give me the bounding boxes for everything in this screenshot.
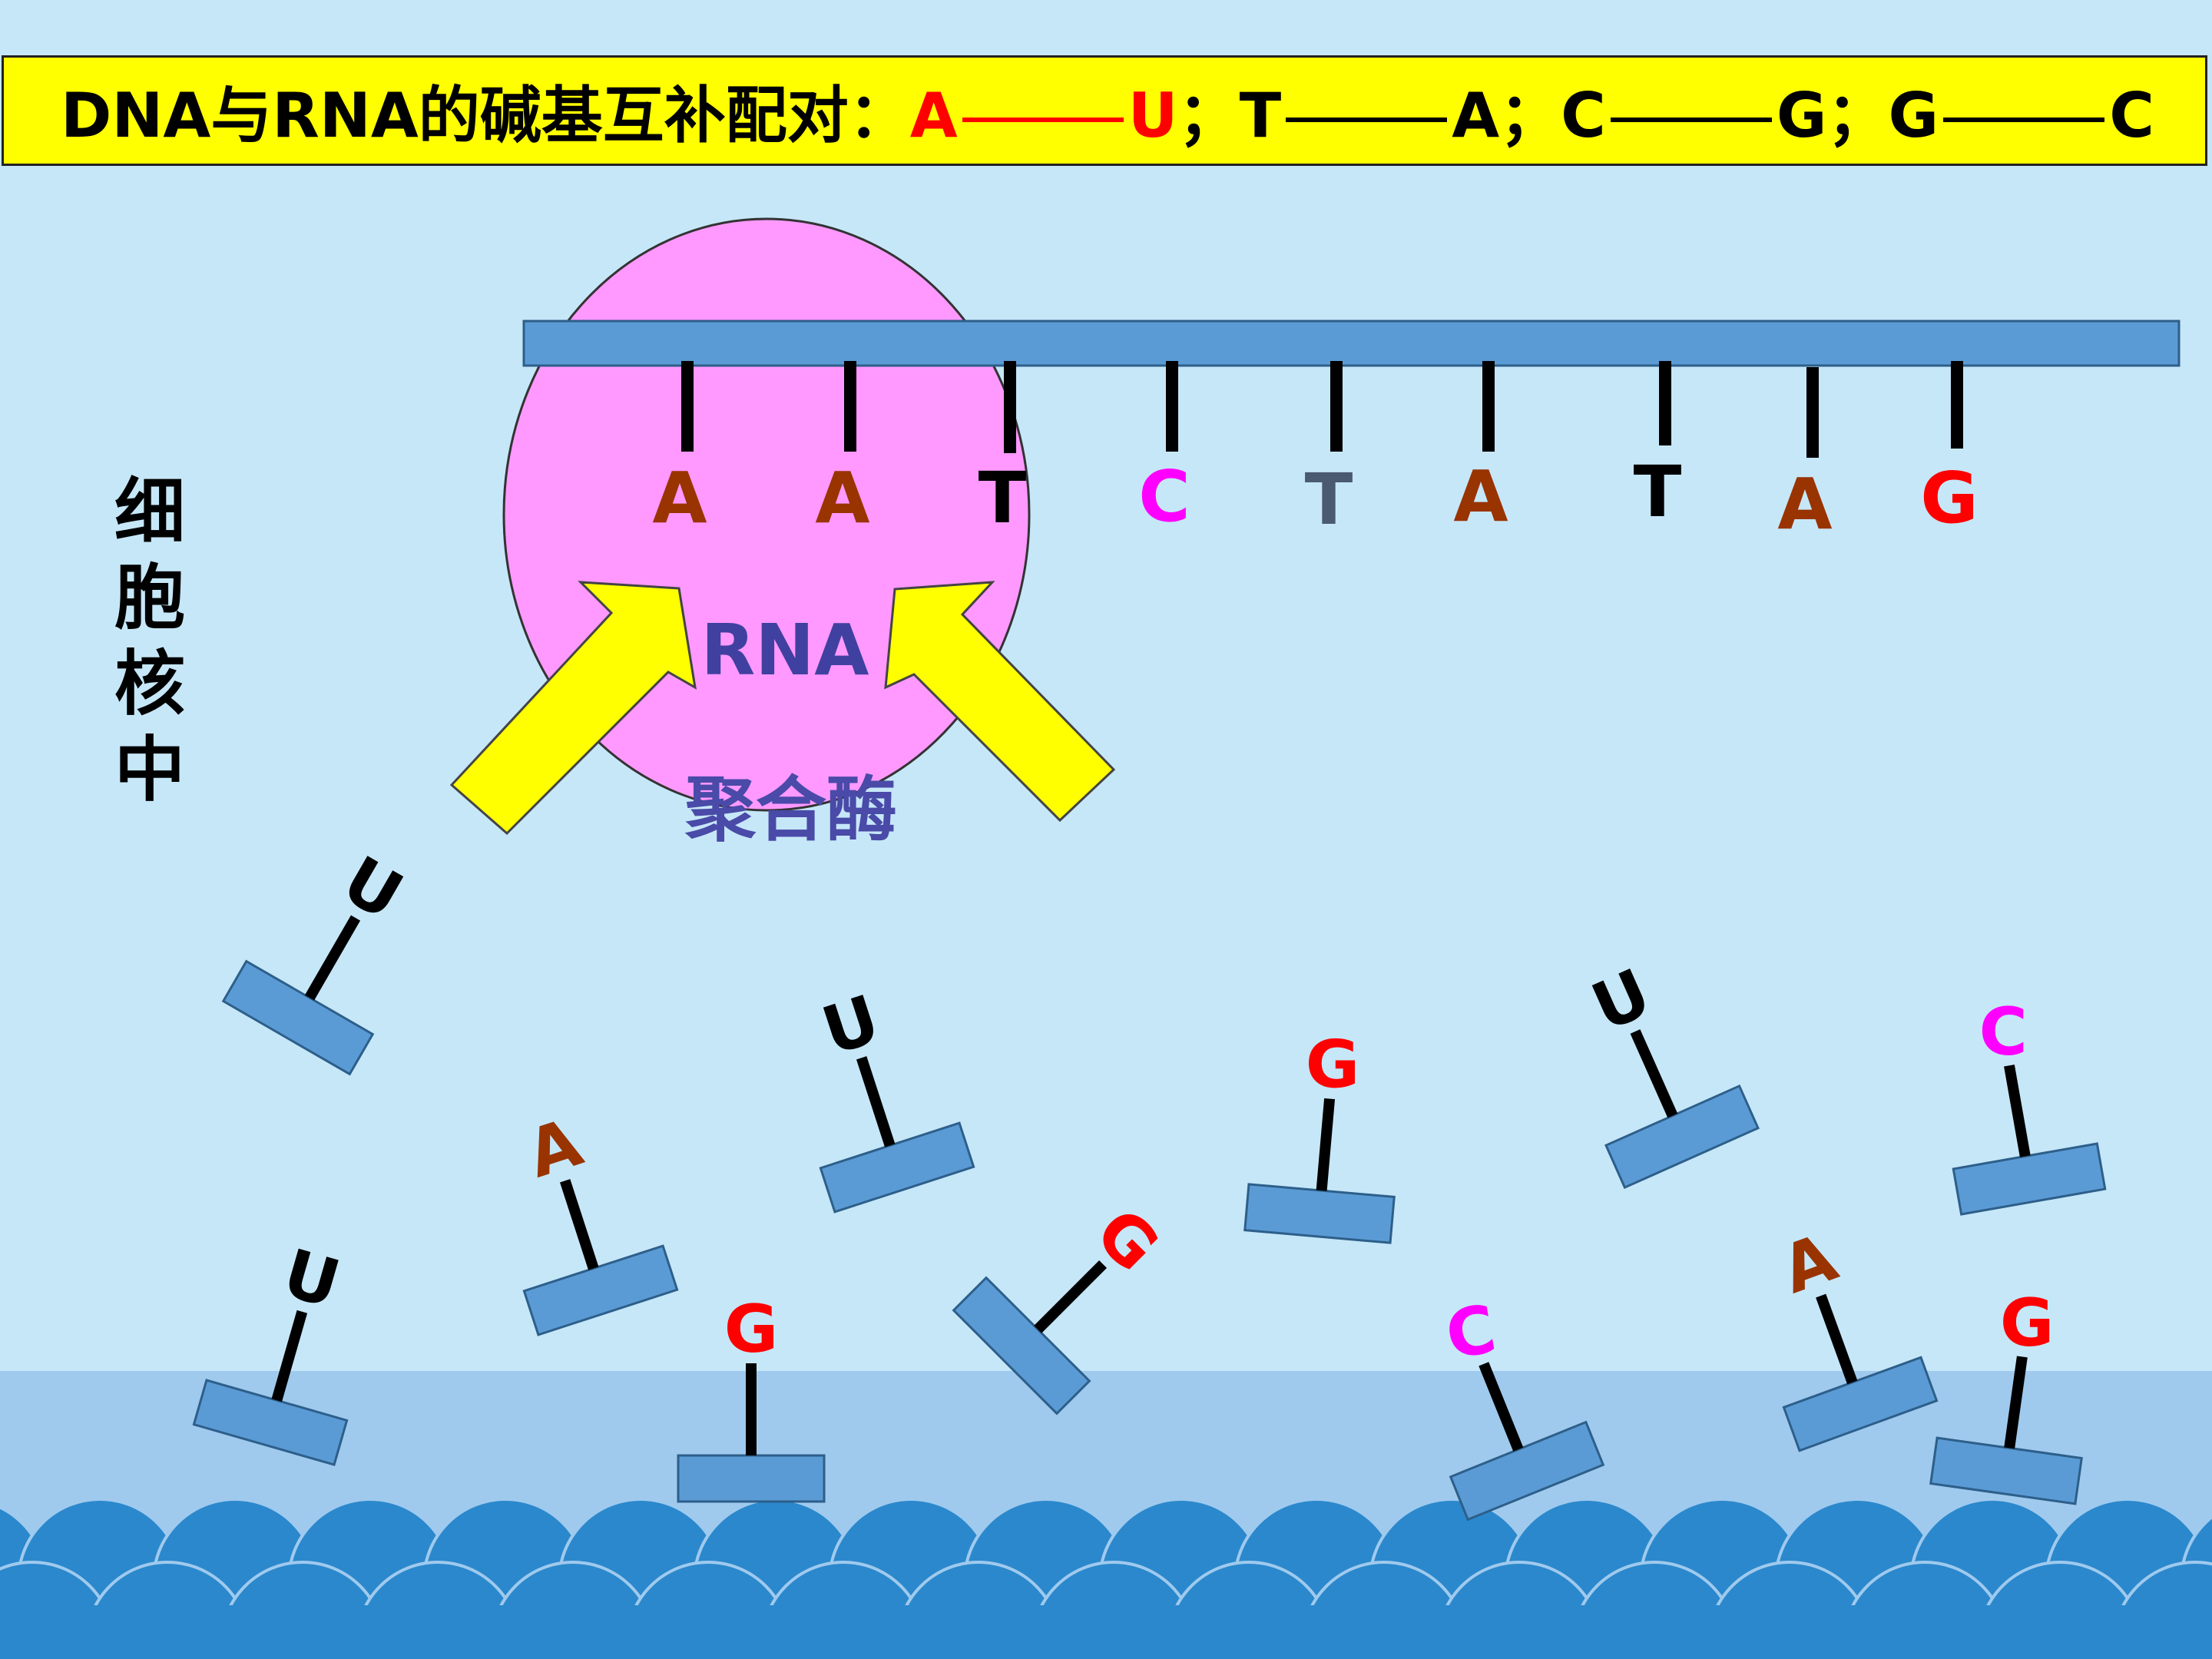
free-nucleotide: C	[1952, 994, 2107, 1216]
dna-template-backbone	[522, 320, 2181, 367]
pair-left-base: A	[909, 80, 958, 151]
nucleotide-stalk	[1816, 1293, 1858, 1385]
nucleotide-sugar	[677, 1454, 826, 1503]
pair-separator: ；	[1826, 80, 1889, 151]
nucleotide-stalk	[271, 1310, 308, 1402]
nucleotide-sugar	[1929, 1436, 2083, 1505]
enzyme-title: RNA	[700, 609, 869, 691]
free-nucleotide: G	[677, 1291, 826, 1503]
nucleotide-sugar	[819, 1121, 975, 1214]
pair-right-base: G	[1776, 80, 1827, 151]
nucleotide-base-letter: A	[1772, 1219, 1846, 1309]
nucleotide-sugar	[522, 1244, 679, 1336]
pair-right-base: A	[1452, 80, 1500, 151]
nucleotide-base-letter: A	[518, 1104, 591, 1194]
nucleotide-stalk	[304, 915, 361, 1001]
dna-base-letter: G	[1920, 457, 1979, 539]
free-nucleotide: A	[1772, 1219, 1939, 1452]
free-nucleotide: G	[1929, 1285, 2083, 1505]
nucleotide-base-letter: U	[330, 842, 415, 935]
enzyme-subtitle: 聚合酶	[684, 768, 897, 851]
free-nucleotide: A	[518, 1104, 679, 1336]
pair-dash	[1943, 118, 2105, 123]
nucleotide-stalk	[1630, 1029, 1678, 1118]
nucleotide-stalk	[1034, 1260, 1108, 1333]
nucleotide-sugar	[221, 959, 375, 1076]
nucleotide-sugar	[1952, 1142, 2107, 1216]
nucleotide-stalk	[1316, 1098, 1336, 1191]
dna-base-letter: T	[1305, 459, 1353, 541]
pair-separator: ；	[1177, 80, 1240, 151]
pair-dash	[1286, 118, 1448, 123]
pair-right-base: U	[1128, 80, 1178, 151]
nucleotide-stalk	[559, 1179, 599, 1270]
free-nucleotide: U	[813, 981, 975, 1214]
nucleus-label-char: 胞	[114, 556, 185, 639]
nucleotide-stalk	[2004, 1356, 2028, 1449]
nucleotide-base-letter: U	[1581, 955, 1661, 1047]
nucleus-label-char: 核	[114, 642, 185, 725]
nucleotide-sugar	[1782, 1356, 1939, 1452]
nucleotide-base-letter: C	[1440, 1290, 1502, 1374]
nuclear-membrane-waves	[0, 1498, 2212, 1659]
nucleotide-base-letter: G	[2000, 1285, 2055, 1362]
dna-base-letter: T	[1634, 451, 1682, 533]
nucleus-label-char: 细	[114, 470, 185, 553]
pair-left-base: G	[1888, 80, 1939, 151]
nucleotide-base-letter: G	[724, 1291, 779, 1368]
pair-dash	[1610, 118, 1772, 123]
nucleus-label: 细胞核中	[108, 469, 192, 813]
dna-base-letter: C	[1138, 455, 1190, 538]
dna-base-letter: A	[1777, 463, 1832, 545]
pair-left-base: C	[1561, 80, 1606, 151]
nucleotide-base-letter: U	[275, 1235, 348, 1323]
dna-base-letter: A	[815, 457, 869, 539]
nucleotide-stalk	[856, 1056, 896, 1147]
pair-dash	[962, 118, 1124, 123]
dna-base-letter: A	[1453, 455, 1508, 538]
free-nucleotide: U	[1581, 955, 1760, 1190]
nucleus-label-char: 中	[114, 728, 185, 811]
pair-left-base: T	[1239, 80, 1282, 151]
free-nucleotide: U	[221, 842, 415, 1076]
nucleotide-stalk	[1479, 1362, 1524, 1452]
nucleotide-sugar	[1243, 1183, 1396, 1244]
dna-base-letter: A	[652, 457, 707, 539]
nucleotide-stalk	[2004, 1065, 2031, 1157]
banner-prefix: DNA与RNA的碱基互补配对：	[61, 80, 910, 151]
left-yellow-arrow-icon	[449, 581, 697, 836]
pair-right-base: C	[2109, 80, 2154, 151]
dna-base-letter: T	[979, 457, 1027, 539]
free-nucleotide: G	[1243, 1027, 1396, 1244]
nucleotide-sugar	[1604, 1084, 1760, 1190]
membrane-base	[0, 1605, 2212, 1659]
pair-separator: ；	[1499, 80, 1561, 151]
nucleotide-base-letter: U	[813, 981, 888, 1071]
nucleotide-base-letter: C	[1979, 994, 2028, 1071]
right-yellow-arrow-icon	[884, 581, 1116, 823]
nucleotide-base-letter: G	[1306, 1027, 1360, 1104]
